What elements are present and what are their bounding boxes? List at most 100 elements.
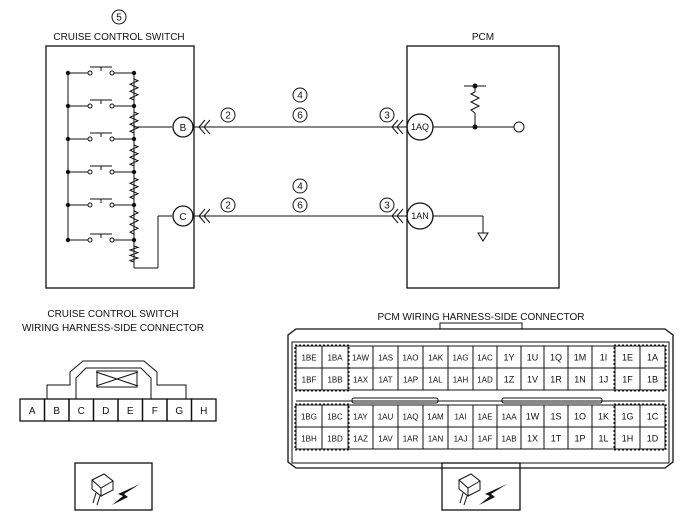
pcm-connector-title: PCM WIRING HARNESS-SIDE CONNECTOR — [377, 312, 584, 323]
svg-text:1A: 1A — [647, 353, 658, 363]
svg-text:B: B — [180, 123, 187, 134]
pcm-pin-1aa: 1AA — [496, 404, 522, 428]
cruise-pin-a: A — [19, 398, 46, 422]
pcm-pin-1ay: 1AY — [347, 404, 374, 428]
svg-text:1BF: 1BF — [302, 376, 317, 385]
svg-text:6: 6 — [297, 111, 303, 122]
pcm-pin-1d: 1D — [639, 426, 666, 450]
svg-text:1E: 1E — [622, 353, 633, 363]
cruise-pin-e: E — [117, 398, 144, 422]
pcm-pin-1k: 1K — [591, 404, 616, 428]
svg-text:C: C — [179, 212, 186, 223]
svg-text:1AK: 1AK — [428, 354, 444, 363]
svg-text:5: 5 — [116, 13, 122, 24]
svg-text:1AE: 1AE — [477, 413, 492, 422]
svg-text:G: G — [175, 406, 183, 417]
pcm-box — [406, 45, 560, 289]
pcm-pin-1bh: 1BH — [295, 426, 323, 450]
svg-text:1B: 1B — [647, 375, 658, 385]
svg-text:1AV: 1AV — [378, 435, 393, 444]
cruise-connector-title-2: WIRING HARNESS-SIDE CONNECTOR — [22, 323, 204, 334]
pcm-pin-1an: 1AN — [422, 426, 449, 450]
pcm-pin-1m: 1M — [567, 345, 593, 369]
svg-text:1F: 1F — [622, 375, 633, 385]
pcm-pin-1t: 1T — [543, 426, 569, 450]
pcm-pin-1x: 1X — [520, 426, 545, 450]
svg-text:2: 2 — [225, 201, 231, 212]
pcm-pin-1f: 1F — [614, 367, 641, 391]
svg-text:1BG: 1BG — [301, 413, 317, 422]
svg-text:3: 3 — [384, 111, 390, 122]
cruise-switch-box — [45, 45, 195, 289]
svg-text:F: F — [152, 406, 158, 417]
pcm-pin-1g: 1G — [614, 404, 641, 428]
svg-text:1P: 1P — [574, 434, 585, 444]
pcm-pin-1j: 1J — [591, 367, 616, 391]
pcm-pin-1i: 1I — [591, 345, 616, 369]
svg-text:1Y: 1Y — [503, 353, 514, 363]
cruise-connector-view-icon — [74, 462, 153, 511]
pcm-pin-1v: 1V — [520, 367, 545, 391]
svg-text:1W: 1W — [526, 412, 540, 422]
pcm-pin-1aw: 1AW — [347, 345, 374, 369]
pcm-title: PCM — [472, 32, 494, 43]
svg-text:1AS: 1AS — [378, 354, 393, 363]
cruise-pin-c: C — [68, 398, 95, 422]
svg-text:1BD: 1BD — [327, 435, 343, 444]
pcm-pin-1bd: 1BD — [321, 426, 349, 450]
switch-ladder — [65, 66, 172, 269]
svg-text:1J: 1J — [599, 375, 609, 385]
terminal-1an: 1AN — [406, 202, 434, 230]
pcm-pin-1y: 1Y — [496, 345, 522, 369]
svg-text:6: 6 — [297, 201, 303, 212]
terminal-1aq: 1AQ — [406, 113, 434, 141]
svg-text:1N: 1N — [574, 375, 586, 385]
pcm-pin-1ak: 1AK — [422, 345, 449, 369]
svg-text:1O: 1O — [574, 412, 586, 422]
pcm-pin-1at: 1AT — [372, 367, 399, 391]
pcm-pin-1c: 1C — [639, 404, 666, 428]
pcm-pin-1al: 1AL — [422, 367, 449, 391]
pcm-pin-1o: 1O — [567, 404, 593, 428]
svg-text:1AW: 1AW — [352, 354, 369, 363]
pcm-pin-1s: 1S — [543, 404, 569, 428]
pcm-pin-1ap: 1AP — [397, 367, 424, 391]
svg-text:1AZ: 1AZ — [353, 435, 368, 444]
cruise-pin-f: F — [141, 398, 168, 422]
pcm-pin-1q: 1Q — [543, 345, 569, 369]
svg-text:1AQ: 1AQ — [411, 122, 429, 132]
cruise-pin-b: B — [43, 398, 70, 422]
pcm-pin-1a: 1A — [639, 345, 666, 369]
svg-text:1G: 1G — [621, 412, 633, 422]
svg-text:1AB: 1AB — [501, 435, 516, 444]
pcm-pin-1h: 1H — [614, 426, 641, 450]
svg-text:1BC: 1BC — [327, 413, 343, 422]
svg-text:1AD: 1AD — [477, 376, 493, 385]
pcm-pin-1p: 1P — [567, 426, 593, 450]
pcm-pin-1am: 1AM — [422, 404, 449, 428]
svg-text:1Z: 1Z — [504, 375, 515, 385]
pcm-pin-1bb: 1BB — [321, 367, 349, 391]
svg-text:1AN: 1AN — [428, 435, 444, 444]
svg-text:1AO: 1AO — [402, 354, 418, 363]
pcm-pullup-circuit — [433, 83, 525, 133]
svg-text:1D: 1D — [647, 434, 659, 444]
svg-text:1AF: 1AF — [478, 435, 493, 444]
svg-text:1AU: 1AU — [378, 413, 394, 422]
svg-text:1AL: 1AL — [428, 376, 443, 385]
svg-text:1R: 1R — [550, 375, 562, 385]
cruise-connector-body — [46, 360, 187, 399]
pcm-pin-1ag: 1AG — [447, 345, 474, 369]
pcm-pin-1aj: 1AJ — [447, 426, 474, 450]
cruise-pin-h: H — [190, 398, 217, 422]
svg-text:1AY: 1AY — [353, 413, 368, 422]
svg-text:3: 3 — [384, 201, 390, 212]
wire-bottom: 2 4 6 3 — [193, 178, 407, 224]
svg-text:C: C — [78, 406, 85, 417]
svg-text:1AA: 1AA — [501, 413, 517, 422]
svg-text:4: 4 — [297, 91, 303, 102]
svg-text:H: H — [200, 406, 207, 417]
